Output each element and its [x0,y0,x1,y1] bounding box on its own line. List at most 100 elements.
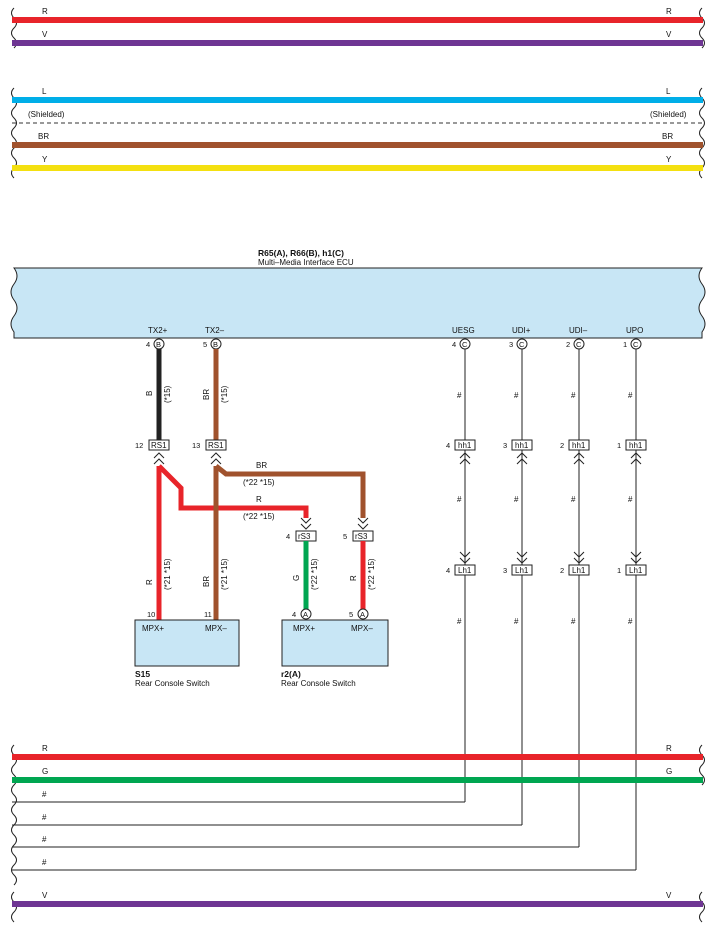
hash-udip-3: # [514,617,519,626]
hash-udim-2: # [571,495,576,504]
wire-cross-r [157,464,309,518]
break-mark-right-4 [699,891,705,923]
right-wires: # # # 4 hh1 4 Lh1 # # # 3 hh1 3 Lh1 # # … [446,349,647,870]
s15-name: Rear Console Switch [135,679,210,688]
rs1-a-box [148,439,170,451]
lh1-1-chevron [516,551,528,564]
r2-switch: 4 A 5 A MPX+ MPX– r2(A) Rear Console Swi… [281,608,389,688]
spec-wire-r2-mpxm: (*22 *15) [367,558,376,590]
label-top-y-right: Y [666,155,672,164]
lh1-2-label: Lh1 [572,566,586,575]
connector-rs3-b: 5 rS3 [343,517,374,542]
pin-conn-tx2m: B [213,340,218,349]
pin-label-udip: UDI+ [512,326,531,335]
hh1-0-chevron [459,452,471,465]
rs3-b-num: 5 [343,532,347,541]
s15-switch: 10 11 MPX+ MPX– S15 Rear Console Switch [134,610,240,688]
label-bottom-v-left: V [42,891,48,900]
lh1-0-label: Lh1 [458,566,472,575]
hash-upo-3: # [628,617,633,626]
s15-pin2-label: MPX– [205,624,227,633]
pin-conn-udip: C [519,340,525,349]
hash-udip-1: # [514,391,519,400]
hh1-0-num: 4 [446,441,450,450]
label-wire-r2-mpxm: R [349,575,358,581]
lh1-0-chevron [459,551,471,564]
connector-rs1-a: 12 RS1 [135,439,170,465]
break-mark-left-3 [11,744,17,886]
hh1-2-label: hh1 [572,441,586,450]
s15-box [134,619,240,667]
hash-upo-2: # [628,495,633,504]
hash-bottom-1: # [42,790,47,799]
rs3-b-label: rS3 [355,532,368,541]
spec-wire-s15-mpxm: (*21 *15) [220,558,229,590]
lh1-2-box [568,564,590,576]
hash-udim-3: # [571,617,576,626]
pin-conn-tx2p: B [156,340,161,349]
rs1-b-label: RS1 [208,441,224,450]
connector-rs1-b: 13 RS1 [192,439,227,465]
label-top-l-left: L [42,87,47,96]
s15-pin2-num: 11 [204,610,212,619]
bottom-bus: R R G G # # # # V V [11,744,705,923]
ecu-title: R65(A), R66(B), h1(C) [258,248,344,258]
lh1-1-num: 3 [503,566,507,575]
r2-pin1-circle [300,608,312,620]
spec-wire-tx2m: (*15) [220,385,229,403]
label-top-br-left: BR [38,132,49,141]
hash-upo-1: # [628,391,633,400]
hash-bottom-4: # [42,858,47,867]
lh1-1-box [511,564,533,576]
lh1-3-box [625,564,647,576]
label-top-shielded-right: (Shielded) [650,110,687,119]
hh1-2-box [568,439,590,451]
label-top-r-left: R [42,7,48,16]
hh1-1-chevron [516,452,528,465]
rs1-a-chevron [153,452,165,465]
spec-wire-r2-mpxp: (*22 *15) [310,558,319,590]
hash-bottom-2: # [42,813,47,822]
s15-id: S15 [135,669,150,679]
lh1-3-num: 1 [617,566,621,575]
lh1-2-chevron [573,551,585,564]
spec-cross-r: (*22 *15) [243,512,275,521]
r2-pin1-num: 4 [292,610,296,619]
hh1-1-box [511,439,533,451]
lh1-1-label: Lh1 [515,566,529,575]
ecu-box [10,267,706,339]
r2-pin2-conn: A [360,610,365,619]
break-mark-right-1 [699,7,705,49]
hh1-1-num: 3 [503,441,507,450]
hh1-3-box [625,439,647,451]
hash-bottom-3: # [42,835,47,844]
hh1-1-label: hh1 [515,441,529,450]
lh1-0-num: 4 [446,566,450,575]
label-top-y-left: Y [42,155,48,164]
label-bottom-g-right: G [666,767,672,776]
connector-rs3-a: 4 rS3 [286,517,317,542]
r2-id: r2(A) [281,669,301,679]
hh1-2-chevron [573,452,585,465]
lh1-2-num: 2 [560,566,564,575]
rs1-b-box [205,439,227,451]
label-top-v-left: V [42,30,48,39]
ecu-subtitle: Multi–Media Interface ECU [258,258,354,267]
label-cross-br: BR [256,461,267,470]
label-wire-tx2m: BR [202,389,211,400]
rs1-b-num: 13 [192,441,200,450]
hh1-2-num: 2 [560,441,564,450]
label-bottom-r-right: R [666,744,672,753]
ecu: R65(A), R66(B), h1(C) Multi–Media Interf… [10,248,706,350]
pin-label-tx2m: TX2– [205,326,225,335]
label-bottom-v-right: V [666,891,672,900]
break-mark-right-2 [699,87,705,179]
r2-pin1-label: MPX+ [293,624,315,633]
pin-num-upo: 1 [623,340,627,349]
spec-wire-s15-mpxp: (*21 *15) [163,558,172,590]
hh1-3-chevron [630,452,642,465]
rs3-b-chevron [357,517,369,530]
label-top-l-right: L [666,87,671,96]
r2-pin2-num: 5 [349,610,353,619]
